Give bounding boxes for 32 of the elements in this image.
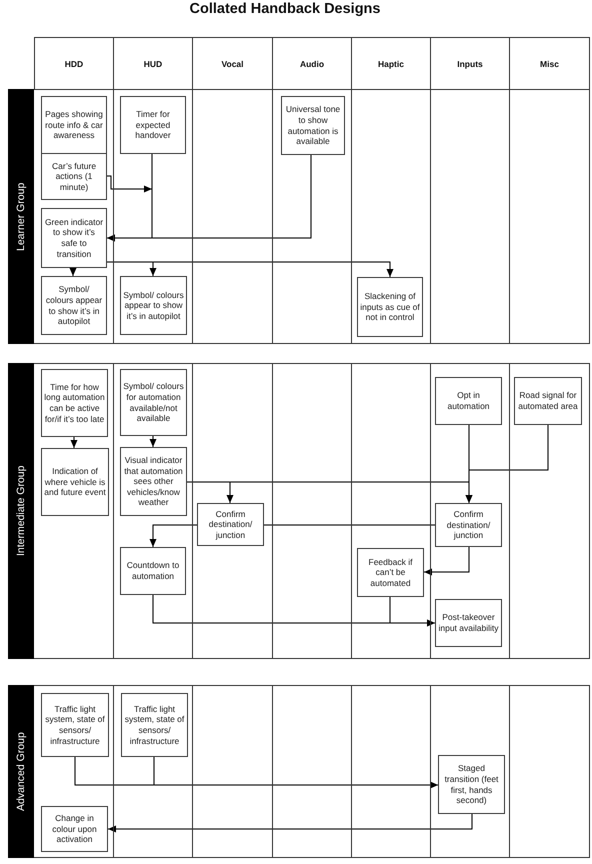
process-box: Indication of where vehicle is and future event bbox=[41, 448, 109, 516]
process-box: Confirm destination/ junction bbox=[435, 503, 502, 547]
process-box: Symbol/ colours for automation available/not available bbox=[120, 369, 187, 436]
lane-label: Intermediate Group bbox=[8, 363, 34, 659]
process-box: Visual indicator that automation sees other vehicles/know weather bbox=[120, 447, 187, 516]
process-box: Feedback if can’t be automated bbox=[357, 548, 424, 597]
swimlane bbox=[8, 89, 590, 344]
process-box: Pages showing route info & car awareness bbox=[41, 96, 107, 154]
process-box: Opt in automation bbox=[435, 377, 502, 425]
process-box: Change in colour upon activation bbox=[41, 806, 108, 852]
process-box: Timer for expected handover bbox=[120, 96, 186, 154]
lane-label: Learner Group bbox=[8, 89, 34, 344]
process-box: Countdown to automation bbox=[120, 547, 186, 595]
title: Collated Handback Designs bbox=[190, 1, 380, 18]
process-box: Road signal for automated area bbox=[514, 377, 582, 425]
process-box: Slackening of inputs as cue of not in control bbox=[357, 277, 423, 337]
process-box: Symbol/ colours appear to show it’s in autopilot bbox=[120, 276, 187, 335]
swimlane bbox=[8, 363, 590, 659]
process-box: Post-takeover input availability bbox=[435, 599, 502, 647]
swimlane bbox=[8, 685, 590, 858]
process-box: Universal tone to show automation is available bbox=[281, 96, 345, 155]
process-box: Confirm destination/ junction bbox=[197, 503, 264, 546]
lane-label: Advanced Group bbox=[8, 685, 34, 858]
process-box: Traffic light system, state of sensors/ infrastructure bbox=[121, 693, 188, 757]
process-box: Car’s future actions (1 minute) bbox=[41, 153, 107, 200]
column-header: Misc bbox=[509, 37, 590, 90]
process-box: Time for how long automation can be active for/if it’s too late bbox=[41, 369, 108, 437]
process-box: Green indicator to show it’s safe to transition bbox=[41, 208, 107, 268]
column-header: HDD bbox=[34, 37, 114, 90]
process-box: Symbol/ colours appear to show it’s in autopilot bbox=[41, 276, 107, 335]
process-box: Traffic light system, state of sensors/ infrastructure bbox=[41, 693, 109, 757]
process-box: Staged transition (feet first, hands second) bbox=[438, 755, 505, 814]
